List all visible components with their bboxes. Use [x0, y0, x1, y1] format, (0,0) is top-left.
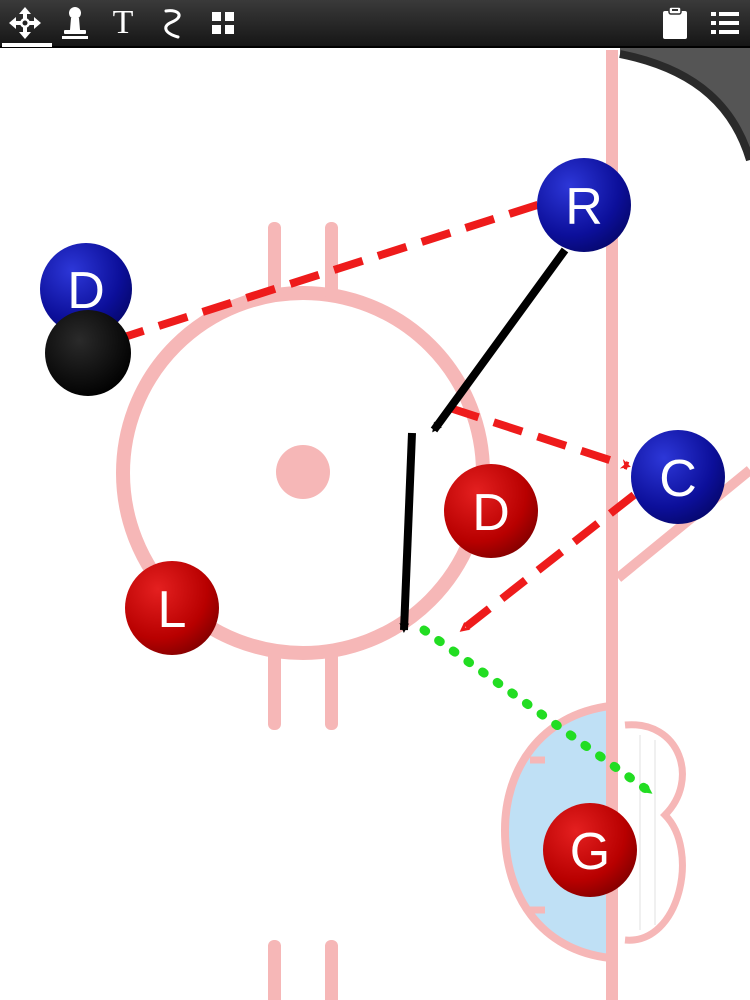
list-menu-icon — [711, 12, 739, 34]
grid-tool[interactable] — [200, 0, 246, 46]
squiggle-line-icon — [164, 9, 181, 39]
line-tool[interactable] — [150, 0, 196, 46]
puck[interactable] — [45, 310, 131, 396]
player-tool[interactable] — [52, 0, 98, 46]
player-r[interactable]: R — [537, 158, 631, 252]
menu-button[interactable] — [702, 0, 748, 46]
corner-line — [614, 466, 750, 582]
goal-net-mesh — [639, 735, 656, 930]
text-tool[interactable]: T — [100, 0, 146, 46]
player-l[interactable]: L — [125, 561, 219, 655]
player-d-offense[interactable]: D — [40, 243, 132, 335]
pass-line-to-c[interactable] — [448, 404, 631, 470]
rink-corner-curve — [619, 50, 750, 162]
move-arrows-icon — [9, 7, 41, 39]
rink-board[interactable]: D R C D L G — [0, 48, 750, 1000]
player-l-label: L — [158, 581, 187, 639]
player-d-defense-label: D — [472, 484, 510, 542]
faceoff-hashmarks — [268, 222, 338, 1000]
skate-line-r[interactable] — [430, 247, 569, 433]
shot-line[interactable] — [419, 625, 655, 797]
skate-line-down[interactable] — [399, 432, 416, 633]
player-r-label: R — [565, 178, 603, 236]
move-tool[interactable] — [2, 0, 52, 47]
grid-icon — [212, 12, 234, 34]
player-g[interactable]: G — [543, 803, 637, 897]
player-piece-icon — [62, 7, 88, 39]
player-d-defense[interactable]: D — [444, 464, 538, 558]
player-c-label: C — [659, 450, 697, 508]
pass-line-c-to-slot[interactable] — [459, 491, 637, 634]
goal-net — [624, 721, 686, 944]
player-c[interactable]: C — [631, 430, 725, 524]
faceoff-dot — [276, 445, 330, 499]
rink-board-edge — [620, 48, 750, 160]
toolbar: T — [0, 0, 750, 48]
crease-ticks — [530, 756, 545, 914]
text-icon: T — [112, 4, 134, 41]
clipboard-icon — [663, 6, 687, 39]
player-g-label: G — [570, 823, 610, 881]
pass-line-puck-to-r[interactable] — [113, 196, 555, 344]
clipboard-button[interactable] — [652, 0, 698, 46]
